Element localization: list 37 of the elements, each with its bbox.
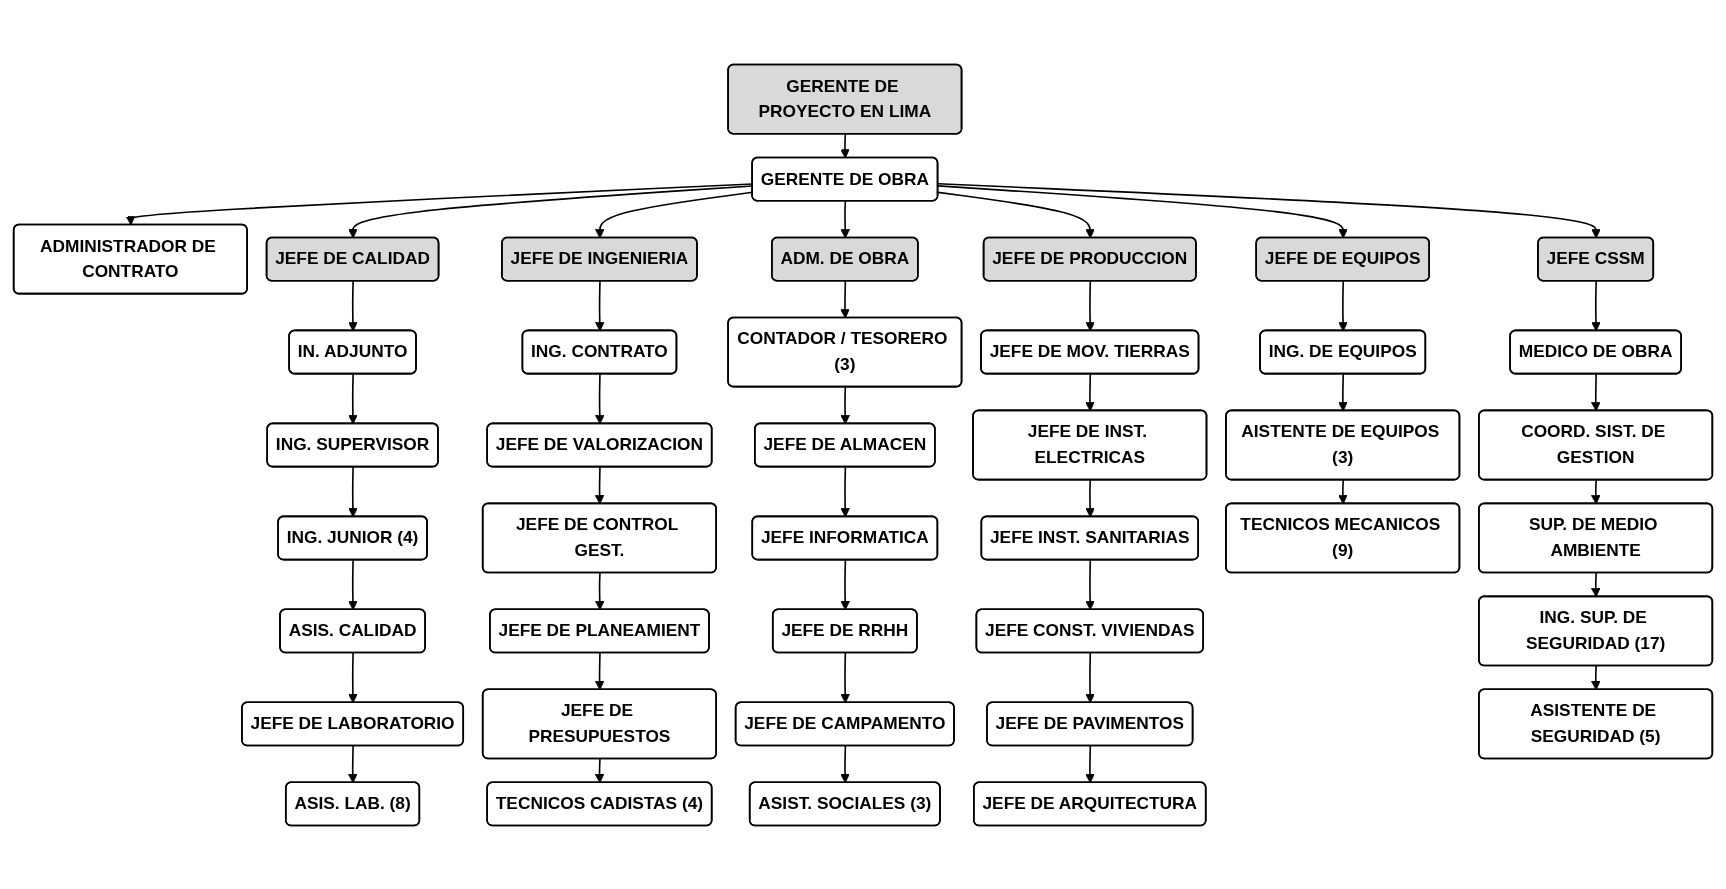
arrow [1085, 558, 1095, 610]
arrow [595, 279, 605, 331]
arrow [1591, 372, 1601, 411]
arrow [1591, 571, 1601, 597]
arrow [1591, 478, 1601, 504]
arrow [348, 279, 358, 331]
arrow [840, 558, 850, 610]
arrow [594, 757, 605, 783]
arrow [937, 182, 1601, 238]
arrow [1085, 478, 1095, 517]
arrow [1338, 372, 1348, 411]
arrow [595, 571, 605, 610]
arrow [840, 132, 850, 158]
arrow [594, 465, 605, 504]
arrow [840, 385, 850, 424]
arrow [594, 651, 605, 690]
arrow [595, 372, 605, 424]
arrow [348, 372, 358, 424]
arrow [937, 191, 1095, 238]
arrow [1591, 279, 1601, 331]
arrow [1338, 478, 1348, 504]
arrow [1338, 279, 1348, 331]
arrow [840, 651, 850, 703]
arrow [348, 651, 358, 703]
arrow [937, 184, 1348, 238]
arrow [348, 465, 358, 517]
arrow [1591, 664, 1601, 690]
arrow [840, 199, 850, 238]
arrow [348, 744, 358, 783]
arrow [840, 744, 850, 783]
arrow [1085, 372, 1095, 411]
arrow [840, 279, 850, 318]
arrow [348, 558, 358, 610]
arrow [1085, 651, 1095, 703]
arrow [840, 465, 850, 517]
arrow [1085, 279, 1095, 331]
arrow [1085, 744, 1095, 783]
